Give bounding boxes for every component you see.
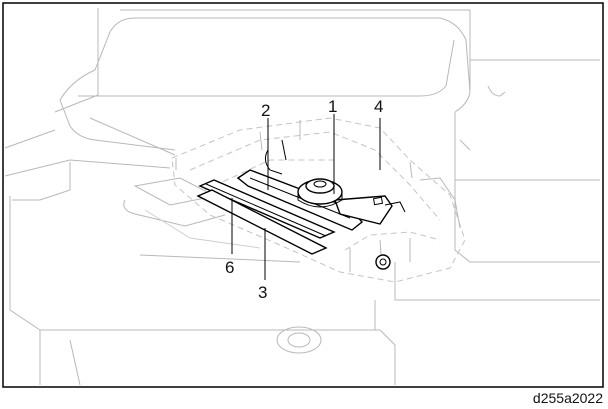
scanner-parts	[196, 139, 406, 270]
machine-body-ghost	[4, 8, 600, 386]
leader-lines	[231, 114, 381, 280]
callout-2: 2	[261, 101, 270, 120]
part-4-board	[334, 195, 393, 225]
part-gear	[375, 254, 391, 270]
callout-1: 1	[328, 97, 337, 116]
scanner-frame-outline	[171, 117, 466, 283]
part-3-bar	[196, 189, 328, 255]
figure-frame	[2, 2, 604, 388]
part-2-carriage	[236, 169, 364, 231]
part-6-bar	[198, 179, 336, 239]
callout-6: 6	[225, 258, 234, 277]
callout-4: 4	[374, 97, 383, 116]
callout-3: 3	[258, 283, 267, 302]
figure-caption: d255a2022	[533, 390, 603, 406]
callout-labels: 1 2 4 6 3	[225, 97, 383, 302]
part-1-motor	[297, 178, 343, 208]
